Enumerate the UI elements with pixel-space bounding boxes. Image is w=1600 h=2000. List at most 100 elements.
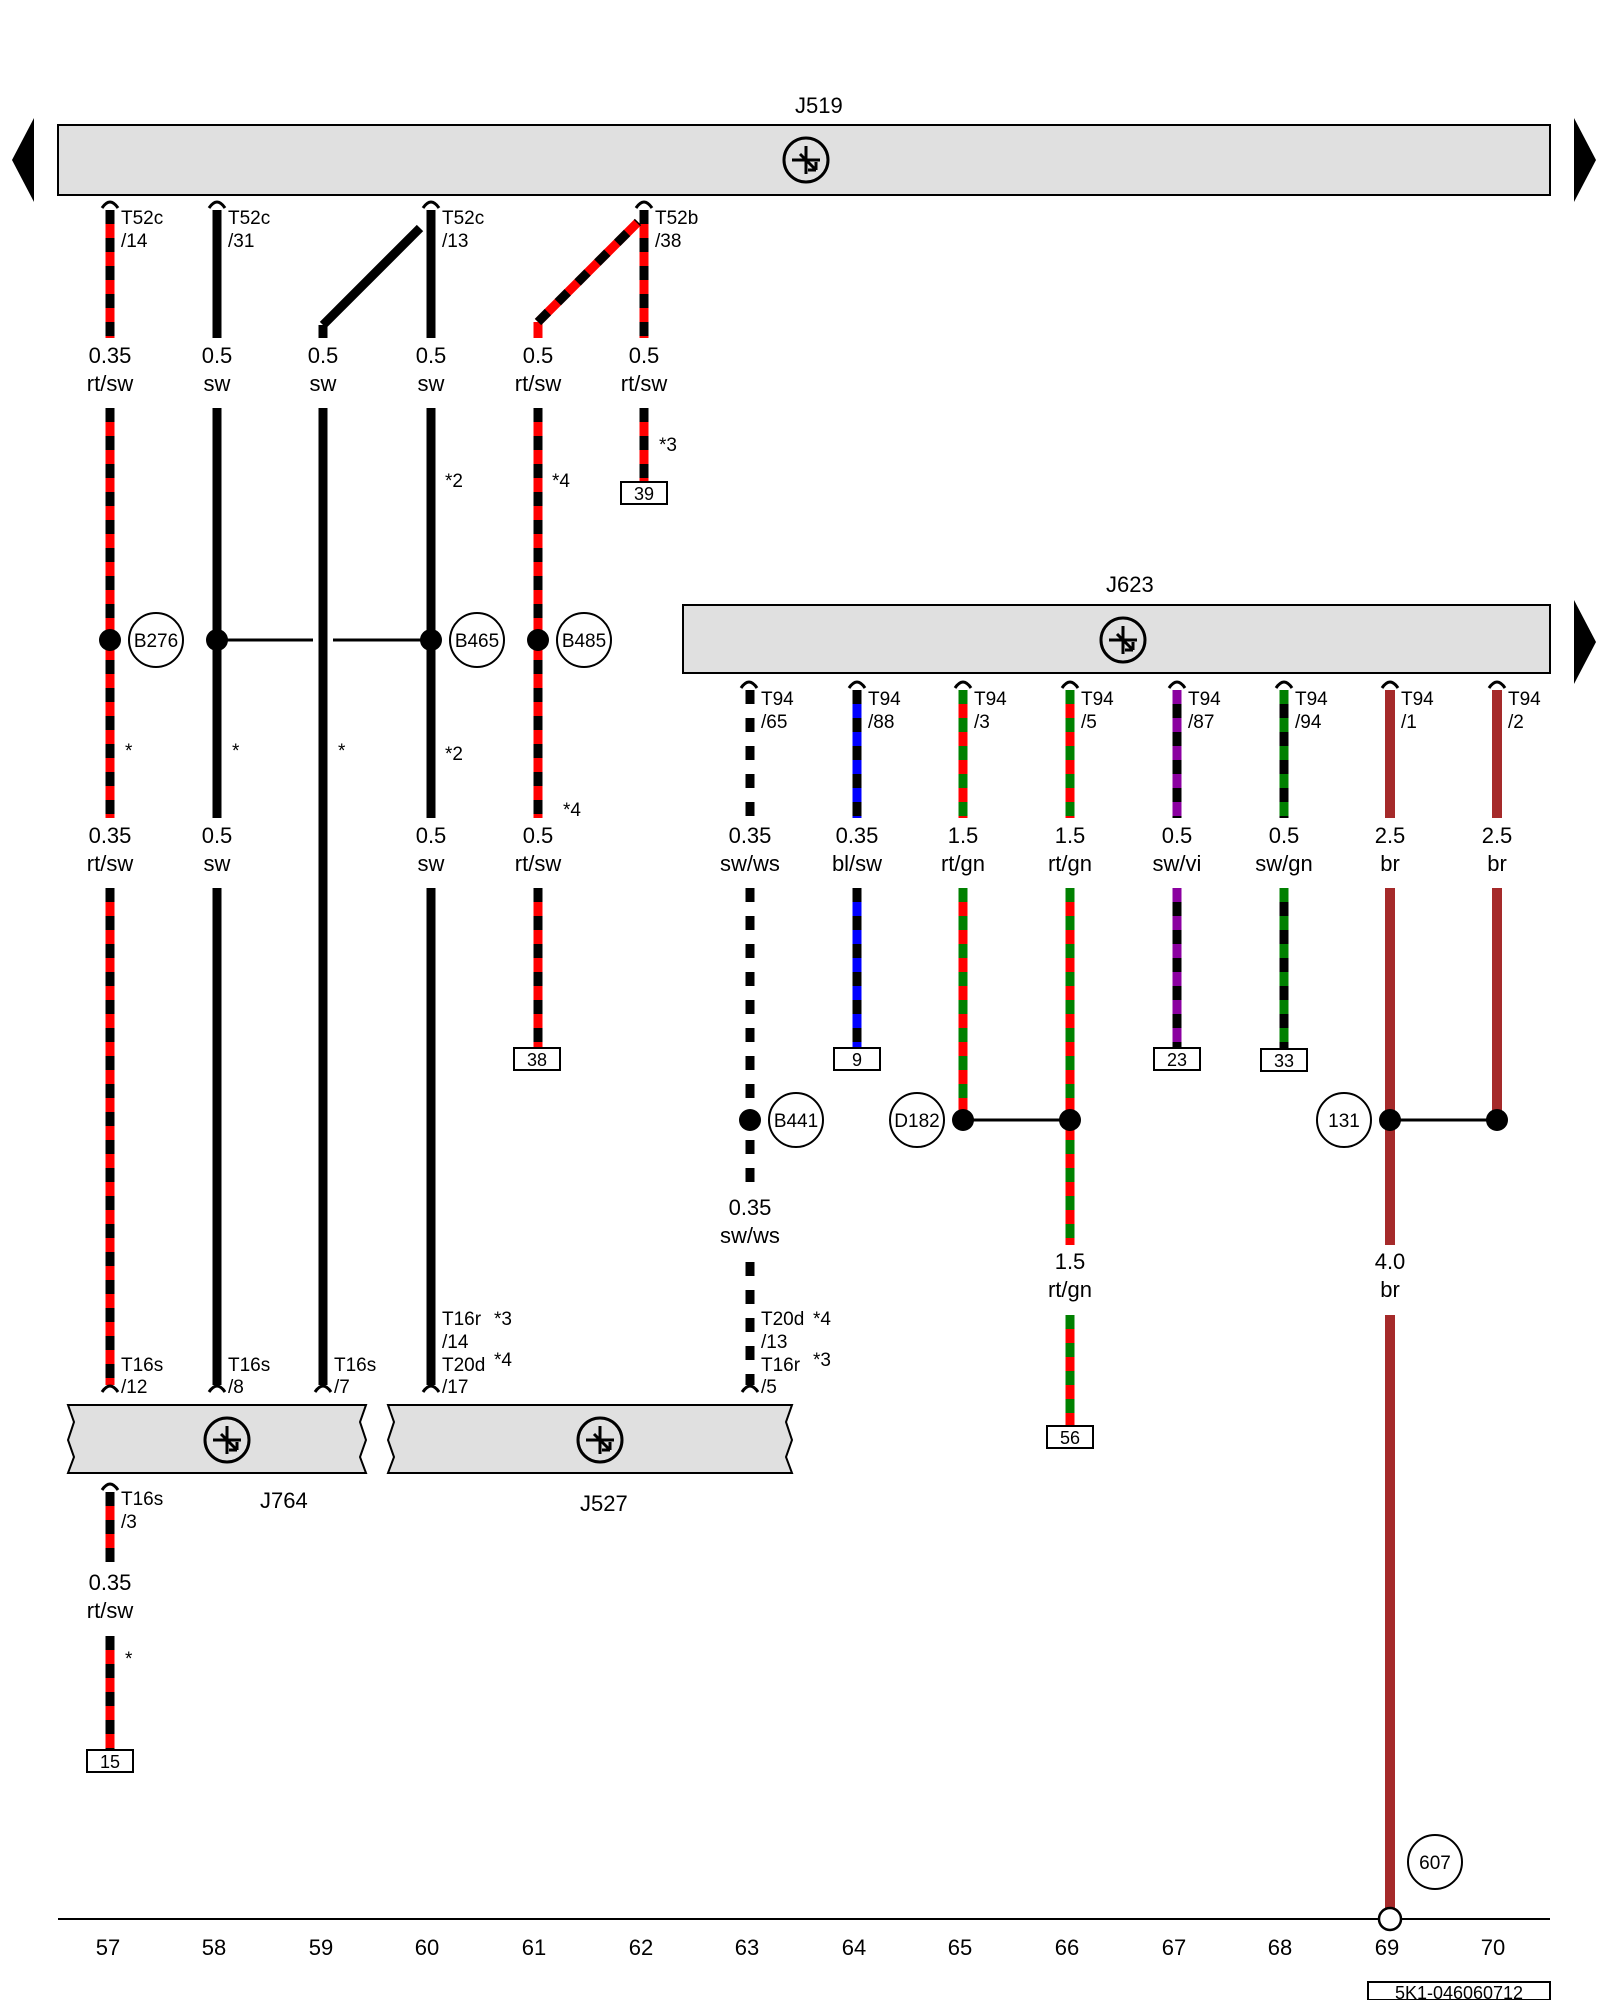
ref-box-15: 15 (86, 1749, 134, 1773)
footnote: * (125, 1649, 133, 1670)
svg-text:B485: B485 (562, 631, 606, 652)
svg-text:D182: D182 (894, 1111, 939, 1132)
wire-color: rt/sw (87, 371, 134, 396)
connector-label: /88 (868, 712, 894, 733)
j519-label: J519 (795, 93, 843, 118)
wire-size: 0.5 (1162, 823, 1193, 848)
footnote: *3 (659, 435, 677, 456)
wire-color: sw (310, 371, 337, 396)
wire-layer (105, 210, 1502, 1908)
component-j764: J764 (66, 1404, 368, 1513)
column-number: 62 (629, 1935, 653, 1960)
column-number: 65 (948, 1935, 972, 1960)
ground-point (1377, 1906, 1403, 1932)
column-number: 66 (1055, 1935, 1079, 1960)
wire-size: 0.35 (89, 823, 132, 848)
footnote: *3 (813, 1350, 831, 1371)
connector-label: T20d (442, 1355, 485, 1376)
footnotes: *2 *4 *3 * * * *2 *4 *3 *4 *4 *3 * (125, 435, 831, 1670)
footnote: *3 (494, 1309, 512, 1330)
connector-label: T94 (868, 689, 901, 710)
column-number: 59 (309, 1935, 333, 1960)
component-j527: J527 (386, 1404, 794, 1516)
connector-label: /3 (121, 1512, 137, 1533)
wire-color: sw (418, 851, 445, 876)
junction-607: 607 (1407, 1834, 1463, 1890)
footnote: *4 (494, 1350, 512, 1371)
wire-size: 0.5 (416, 343, 447, 368)
column-number: 58 (202, 1935, 226, 1960)
column-number: 67 (1162, 1935, 1186, 1960)
junction-d182: D182 (889, 1092, 945, 1148)
wire-size: 2.5 (1375, 823, 1406, 848)
connector-label: /1 (1401, 712, 1417, 733)
footnote: *4 (813, 1309, 831, 1330)
connector-label: /38 (655, 231, 681, 252)
column-number: 57 (96, 1935, 120, 1960)
connector-label: /13 (442, 231, 468, 252)
wire-size: 0.5 (523, 823, 554, 848)
wire-color: br (1380, 1277, 1400, 1302)
junction-dots (99, 629, 1508, 1131)
wire-size: 0.5 (1269, 823, 1300, 848)
arrow-right-icon (1574, 600, 1596, 684)
connector-label: /17 (442, 1377, 468, 1398)
wire-color: sw/gn (1255, 851, 1312, 876)
column-number: 60 (415, 1935, 439, 1960)
junction-labels: B276 B465 B485 B441 D182 131 607 (128, 612, 1463, 1890)
wire-size: 0.5 (416, 823, 447, 848)
connector-label: T16s (228, 1355, 270, 1376)
connector-label: /8 (228, 1377, 244, 1398)
connector-label: /14 (442, 1332, 469, 1353)
connector-label: T94 (1508, 689, 1541, 710)
connector-label: T94 (974, 689, 1007, 710)
connector-label: T94 (1188, 689, 1221, 710)
wire-size: 1.5 (1055, 1249, 1086, 1274)
connector-label: /3 (974, 712, 990, 733)
wire-size: 1.5 (1055, 823, 1086, 848)
wire-color: rt/sw (621, 371, 668, 396)
wire-color: rt/sw (515, 371, 562, 396)
svg-text:38: 38 (527, 1050, 547, 1070)
column-number: 61 (522, 1935, 546, 1960)
connector-label: /5 (761, 1377, 777, 1398)
connector-label: T16s (334, 1355, 376, 1376)
column-number: 69 (1375, 1935, 1399, 1960)
connector-label: T16r (761, 1355, 801, 1376)
connector-label: T16s (121, 1355, 163, 1376)
connector-label: T16r (442, 1309, 482, 1330)
connector-label: /87 (1188, 712, 1214, 733)
wire-size: 0.5 (202, 343, 233, 368)
svg-text:33: 33 (1274, 1051, 1294, 1071)
wire-color: sw/ws (720, 1223, 780, 1248)
footnote: *4 (563, 800, 581, 821)
connector-label: /7 (334, 1377, 350, 1398)
wire-color: sw/ws (720, 851, 780, 876)
column-number: 68 (1268, 1935, 1292, 1960)
svg-text:39: 39 (634, 484, 654, 504)
junction-b276: B276 (128, 612, 184, 668)
svg-text:B441: B441 (774, 1111, 818, 1132)
footnote: *2 (445, 744, 463, 765)
junction-b465: B465 (449, 612, 505, 668)
svg-text:15: 15 (100, 1752, 120, 1772)
svg-text:23: 23 (1167, 1050, 1187, 1070)
wire-color: sw/vi (1153, 851, 1202, 876)
svg-text:5K1-046060712: 5K1-046060712 (1395, 1983, 1523, 2000)
component-j519: J519 (57, 93, 1551, 196)
pin-symbols (100, 200, 1507, 1491)
wire-color: rt/sw (515, 851, 562, 876)
wire-color: rt/gn (1048, 851, 1092, 876)
footnote: * (125, 741, 133, 762)
connector-label: T94 (1295, 689, 1328, 710)
footnote: * (232, 741, 240, 762)
wire-size: 4.0 (1375, 1249, 1406, 1274)
column-numbers: 57 58 59 60 61 62 63 64 65 66 67 68 69 7… (96, 1935, 1505, 1960)
wire-color: bl/sw (832, 851, 882, 876)
wire-size: 0.35 (836, 823, 879, 848)
connector-label: /13 (761, 1332, 787, 1353)
wire-color: rt/sw (87, 851, 134, 876)
footnote: *2 (445, 471, 463, 492)
column-number: 70 (1481, 1935, 1505, 1960)
